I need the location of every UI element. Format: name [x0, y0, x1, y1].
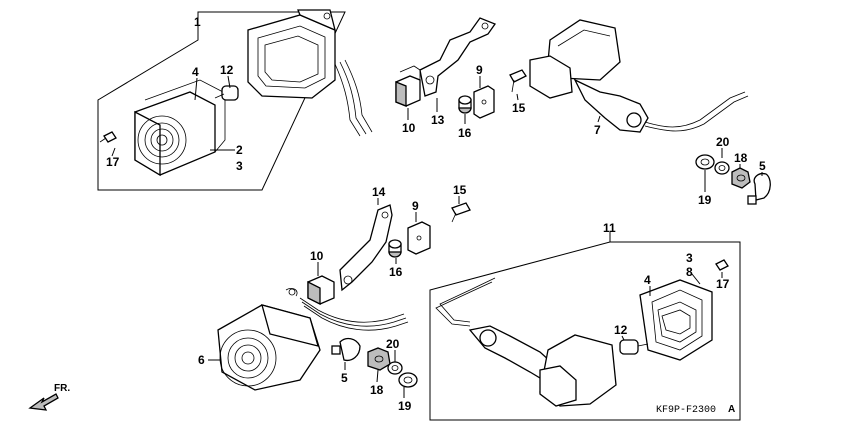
callout-3-bottom: 3	[686, 251, 693, 265]
assembly-11-group	[429, 232, 741, 421]
bulb-12-top	[214, 85, 239, 101]
lamp-6-bottom-left	[217, 288, 409, 391]
callout-16-bottom: 16	[389, 265, 403, 279]
callout-7: 7	[594, 123, 601, 137]
diagram-code: KF9P-F2300	[656, 405, 716, 416]
washer-19-bottom	[398, 372, 418, 388]
callout-8: 8	[686, 265, 693, 279]
turn-signal-7	[529, 19, 749, 133]
callout-9-top: 9	[476, 63, 483, 77]
callout-19-top: 19	[698, 193, 712, 207]
callout-9-bottom: 9	[412, 199, 419, 213]
callout-10-bottom: 10	[310, 249, 324, 263]
callout-6: 6	[198, 353, 205, 367]
lamp-case-top	[247, 9, 336, 99]
lamp-lens-bottom-right	[639, 279, 713, 361]
callout-5-bottom: 5	[341, 371, 348, 385]
callout-5-top: 5	[759, 159, 766, 173]
cap-5-top	[747, 172, 771, 205]
collar-16-top	[458, 95, 472, 114]
callout-19-bottom: 19	[398, 399, 412, 413]
stay-14-bottom	[339, 204, 393, 292]
callout-15-bottom: 15	[453, 183, 467, 197]
callout-3-top: 3	[236, 159, 243, 173]
callout-18-bottom: 18	[370, 383, 384, 397]
washer-19-top	[695, 154, 715, 170]
callout-2: 2	[236, 143, 243, 157]
bulb-12-bottom	[619, 339, 649, 355]
callout-1: 1	[194, 15, 201, 29]
nut-18-bottom	[367, 347, 391, 371]
callout-14: 14	[372, 185, 386, 199]
screw-17-bottom	[715, 259, 729, 271]
callout-20-bottom: 20	[386, 337, 400, 351]
callout-4-bottom: 4	[644, 273, 651, 287]
callout-12-top: 12	[220, 63, 234, 77]
front-label: FR.	[54, 383, 70, 394]
callout-17-bottom: 17	[716, 277, 730, 291]
fasteners-bottom	[331, 337, 418, 398]
rubber-10-bottom	[307, 275, 335, 306]
screw-17-top	[99, 131, 117, 143]
plate-9-bottom	[407, 221, 431, 255]
collar-16-bottom	[388, 239, 402, 258]
bracket-group-top	[395, 17, 527, 124]
bolt-15-top	[509, 69, 527, 93]
callout-16-top: 16	[458, 126, 472, 140]
callout-15-top: 15	[512, 101, 526, 115]
assembly-1-frame	[97, 11, 346, 191]
washer-20-top	[714, 161, 730, 175]
diagram-code-suffix: A	[728, 404, 735, 415]
rubber-10-top	[395, 65, 421, 107]
callout-13: 13	[431, 113, 445, 127]
wires-top-left	[334, 59, 373, 137]
plate-9-top	[473, 85, 495, 119]
assembly-1-group	[97, 9, 373, 191]
front-arrow-icon	[28, 393, 59, 411]
stay-13-top	[419, 17, 497, 97]
bracket-group-bottom	[307, 196, 471, 306]
nut-18-top	[731, 167, 751, 189]
cap-5-bottom	[331, 337, 361, 362]
washer-20-bottom	[387, 361, 403, 375]
callout-18-top: 18	[734, 151, 748, 165]
callout-20-top: 20	[716, 135, 730, 149]
fasteners-top-right	[695, 148, 771, 205]
callout-4-top: 4	[192, 65, 199, 79]
bolt-15-bottom	[451, 202, 471, 223]
lamp-lens-top-left	[134, 79, 226, 177]
callout-17-top: 17	[106, 155, 120, 169]
callout-12-bottom: 12	[614, 323, 628, 337]
callout-11: 11	[603, 221, 616, 235]
callout-10-top: 10	[402, 121, 416, 135]
